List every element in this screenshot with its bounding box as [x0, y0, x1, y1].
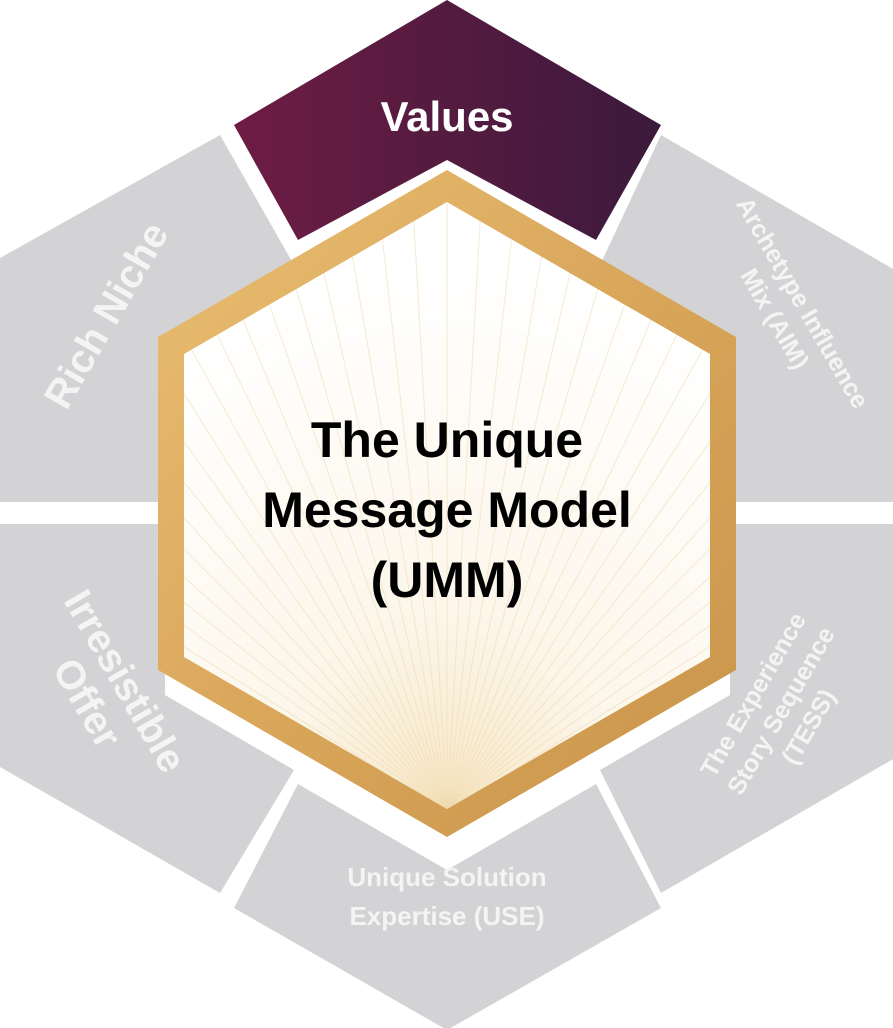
sunburst-ray	[446, 240, 710, 809]
segment-top-right	[600, 135, 893, 502]
sunburst-ray	[446, 289, 710, 809]
segment-bottom	[234, 784, 661, 1028]
sunburst-ray	[446, 202, 487, 809]
sunburst-ray	[446, 439, 710, 809]
sunburst-ray	[446, 202, 710, 809]
sunburst-ray	[446, 264, 710, 809]
sunburst-ray	[184, 406, 448, 809]
segment-bottom-right	[600, 524, 893, 893]
segment-bottom-left	[0, 524, 294, 893]
sunburst-ray	[184, 345, 448, 809]
segment-top-left	[0, 135, 294, 502]
sunburst-ray	[184, 439, 448, 809]
sunburst-ray	[446, 406, 710, 809]
sunburst-ray	[446, 345, 710, 809]
sunburst-ray	[446, 375, 710, 809]
center-title-line-1: The Unique	[311, 412, 583, 468]
center-title-line-2: Message Model	[262, 482, 632, 538]
sunburst-ray	[184, 264, 448, 809]
sunburst-ray	[184, 202, 448, 809]
segment-values-label: Values	[380, 93, 513, 140]
sunburst-ray	[407, 202, 448, 809]
sunburst-ray	[184, 219, 448, 809]
sunburst-ray	[184, 240, 448, 809]
sunburst-ray	[184, 375, 448, 809]
sunburst-ray	[184, 289, 448, 809]
segment-use-line-2: Expertise (USE)	[349, 901, 544, 931]
sunburst-ray	[446, 219, 710, 809]
center-title-line-3: (UMM)	[371, 552, 524, 608]
segment-top-values	[234, 0, 661, 240]
segment-use-line-1: Unique Solution	[347, 862, 546, 892]
sunburst-ray	[184, 316, 448, 809]
sunburst-ray	[446, 316, 710, 809]
